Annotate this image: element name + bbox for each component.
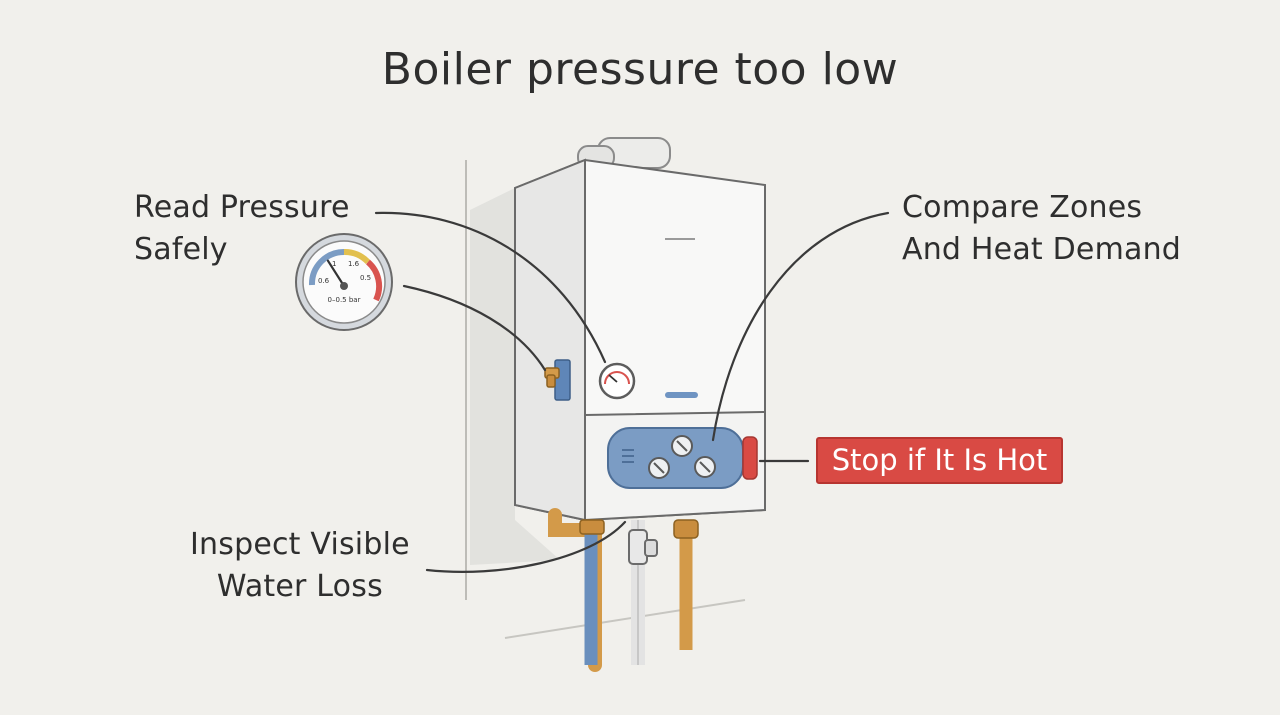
label-line: And Heat Demand — [902, 232, 1182, 267]
gauge-tick-label: 1 — [332, 260, 336, 268]
label-line: Read Pressure — [134, 190, 350, 225]
label-inspect-water-loss: Inspect Visible Water Loss — [190, 524, 410, 608]
label-compare-zones: Compare Zones And Heat Demand — [902, 187, 1181, 271]
filling-valve-icon — [544, 359, 571, 401]
leader-line-compare-zones — [711, 211, 890, 442]
gauge-tick-label: 1.6 — [348, 260, 360, 268]
leader-line-gauge-to-valve — [402, 284, 547, 372]
control-panel — [607, 427, 758, 489]
gauge-needle — [326, 259, 346, 288]
control-knob-icon — [694, 456, 716, 478]
label-line: Safely — [134, 232, 228, 267]
label-line: Compare Zones — [902, 190, 1143, 225]
pipe-valve-icon — [628, 529, 658, 565]
boiler-body — [514, 158, 766, 522]
page-title: Boiler pressure too low — [381, 44, 899, 95]
pressure-gauge-icon: 0.6 1 1.6 0.5 0–0.5 bar — [295, 233, 393, 331]
floor-line — [504, 599, 746, 639]
alert-indicator-icon — [742, 436, 758, 480]
gauge-unit-label: 0–0.5 bar — [328, 296, 361, 304]
stop-if-hot-badge: Stop if It Is Hot — [816, 437, 1063, 484]
leader-line-inspect-water — [425, 520, 627, 573]
control-knob-icon — [671, 435, 693, 457]
boiler-gauge-icon — [598, 362, 636, 400]
label-line: Inspect Visible — [190, 527, 410, 562]
gauge-tick-label: 0.5 — [360, 274, 371, 282]
flue-pipe — [577, 137, 671, 169]
control-knob-icon — [648, 457, 670, 479]
label-line: Water Loss — [216, 569, 383, 604]
gauge-tick-label: 0.6 — [318, 277, 330, 285]
leader-line-read-pressure — [374, 211, 607, 364]
label-read-pressure: Read Pressure Safely — [134, 187, 350, 271]
pipe-work — [548, 508, 699, 672]
